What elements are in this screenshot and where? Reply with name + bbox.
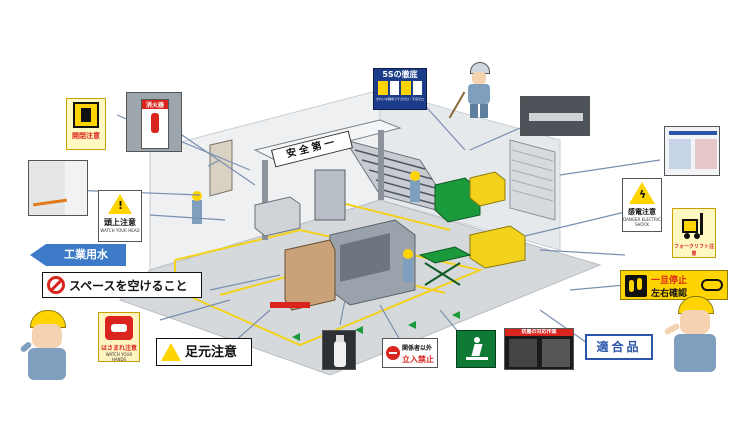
head-caution-sign: ! 頭上注意 WATCH YOUR HEAD — [98, 190, 142, 242]
pinch-caution-title: はさまれ注意 — [100, 345, 137, 352]
worker-boy — [663, 296, 734, 376]
emergency-exit-icon — [466, 337, 488, 363]
stop-check-line2: 左右確認 — [651, 289, 688, 299]
no-entry-icon — [47, 276, 65, 294]
forklift-icon — [680, 213, 708, 239]
door-caution-title: 開閉注意 — [72, 132, 100, 140]
watch-step-label: 足元注意 — [185, 345, 238, 360]
pinch-caution-sign: はさまれ注意 WATCH YOUR HANDS — [98, 312, 140, 362]
exclamation-icon: ! — [108, 194, 132, 214]
stop-check-line1: 一旦停止 — [651, 276, 688, 286]
stop-check-sign: 一旦停止 左右確認 — [620, 270, 728, 300]
head-caution-sub: WATCH YOUR HEAD — [100, 228, 140, 233]
keep-space-clear-sign: スペースを空けること — [42, 272, 202, 298]
head-caution-title: 頭上注意 — [104, 218, 136, 227]
sweeping-worker — [448, 60, 512, 120]
fire-station-label: 消火器 — [142, 100, 168, 109]
spray-bottle-icon — [334, 341, 346, 367]
electric-shock-sign: ϟ 感電注意 DANGER ELECTRIC SHOCK — [622, 178, 662, 232]
fire-extinguisher-icon — [151, 113, 159, 133]
five-s-subtitle: きれいな職場でケガゼロ・不良ゼロ — [375, 97, 424, 101]
dust-response-card: 防塵の対応作業 — [504, 328, 574, 370]
five-s-title: 5Sの徹底 — [382, 70, 418, 79]
door-caution-sign: 開閉注意 — [66, 98, 106, 150]
fire-station-panel: 消火器 — [141, 99, 169, 149]
no-entry-icon — [386, 346, 400, 360]
door-caution-pictogram — [73, 102, 99, 128]
electric-shock-icon: ϟ — [629, 182, 655, 204]
industrial-water-arrow: 工業用水 — [30, 244, 130, 266]
conforming-goods-tag: 適合品 — [585, 334, 653, 360]
forklift-caution-sign: フォークリフト注意 — [672, 208, 716, 258]
slip-warning-icon — [161, 343, 181, 361]
electric-shock-sub: DANGER ELECTRIC SHOCK — [623, 217, 661, 227]
broom-icon — [448, 91, 466, 119]
five-s-board: 5Sの徹底 きれいな職場でケガゼロ・不良ゼロ — [373, 68, 427, 110]
industrial-water-label: 工業用水 — [46, 244, 126, 266]
keep-space-clear-label: スペースを空けること — [69, 279, 188, 293]
electric-shock-title: 感電注意 — [628, 208, 656, 216]
footprints-icon — [625, 275, 647, 297]
watch-step-sign: 足元注意 — [156, 338, 252, 366]
authorized-only-line2: 立入禁止 — [402, 355, 434, 364]
safety-glasses-icon — [701, 279, 723, 291]
dust-response-label: 防塵の対応作業 — [505, 329, 573, 336]
notice-board — [664, 126, 720, 176]
arrow-left-icon — [30, 244, 46, 266]
fire-station-photo: 消火器 — [126, 92, 182, 152]
emergency-exit-sign — [456, 330, 496, 368]
spray-bottle-photo — [322, 330, 356, 370]
authorized-only-line1: 関係者以外 — [402, 345, 433, 352]
pinch-caution-sub: WATCH YOUR HANDS — [105, 352, 133, 362]
floor-corner-photo — [28, 160, 88, 216]
conforming-goods-label: 適合品 — [596, 340, 642, 354]
overhead-photo — [520, 96, 590, 136]
worker-girl — [18, 310, 78, 382]
authorized-only-sign: 関係者以外 立入禁止 — [382, 338, 438, 368]
forklift-caution-label: フォークリフト注意 — [673, 244, 714, 257]
hand-pinch-icon — [105, 316, 133, 340]
